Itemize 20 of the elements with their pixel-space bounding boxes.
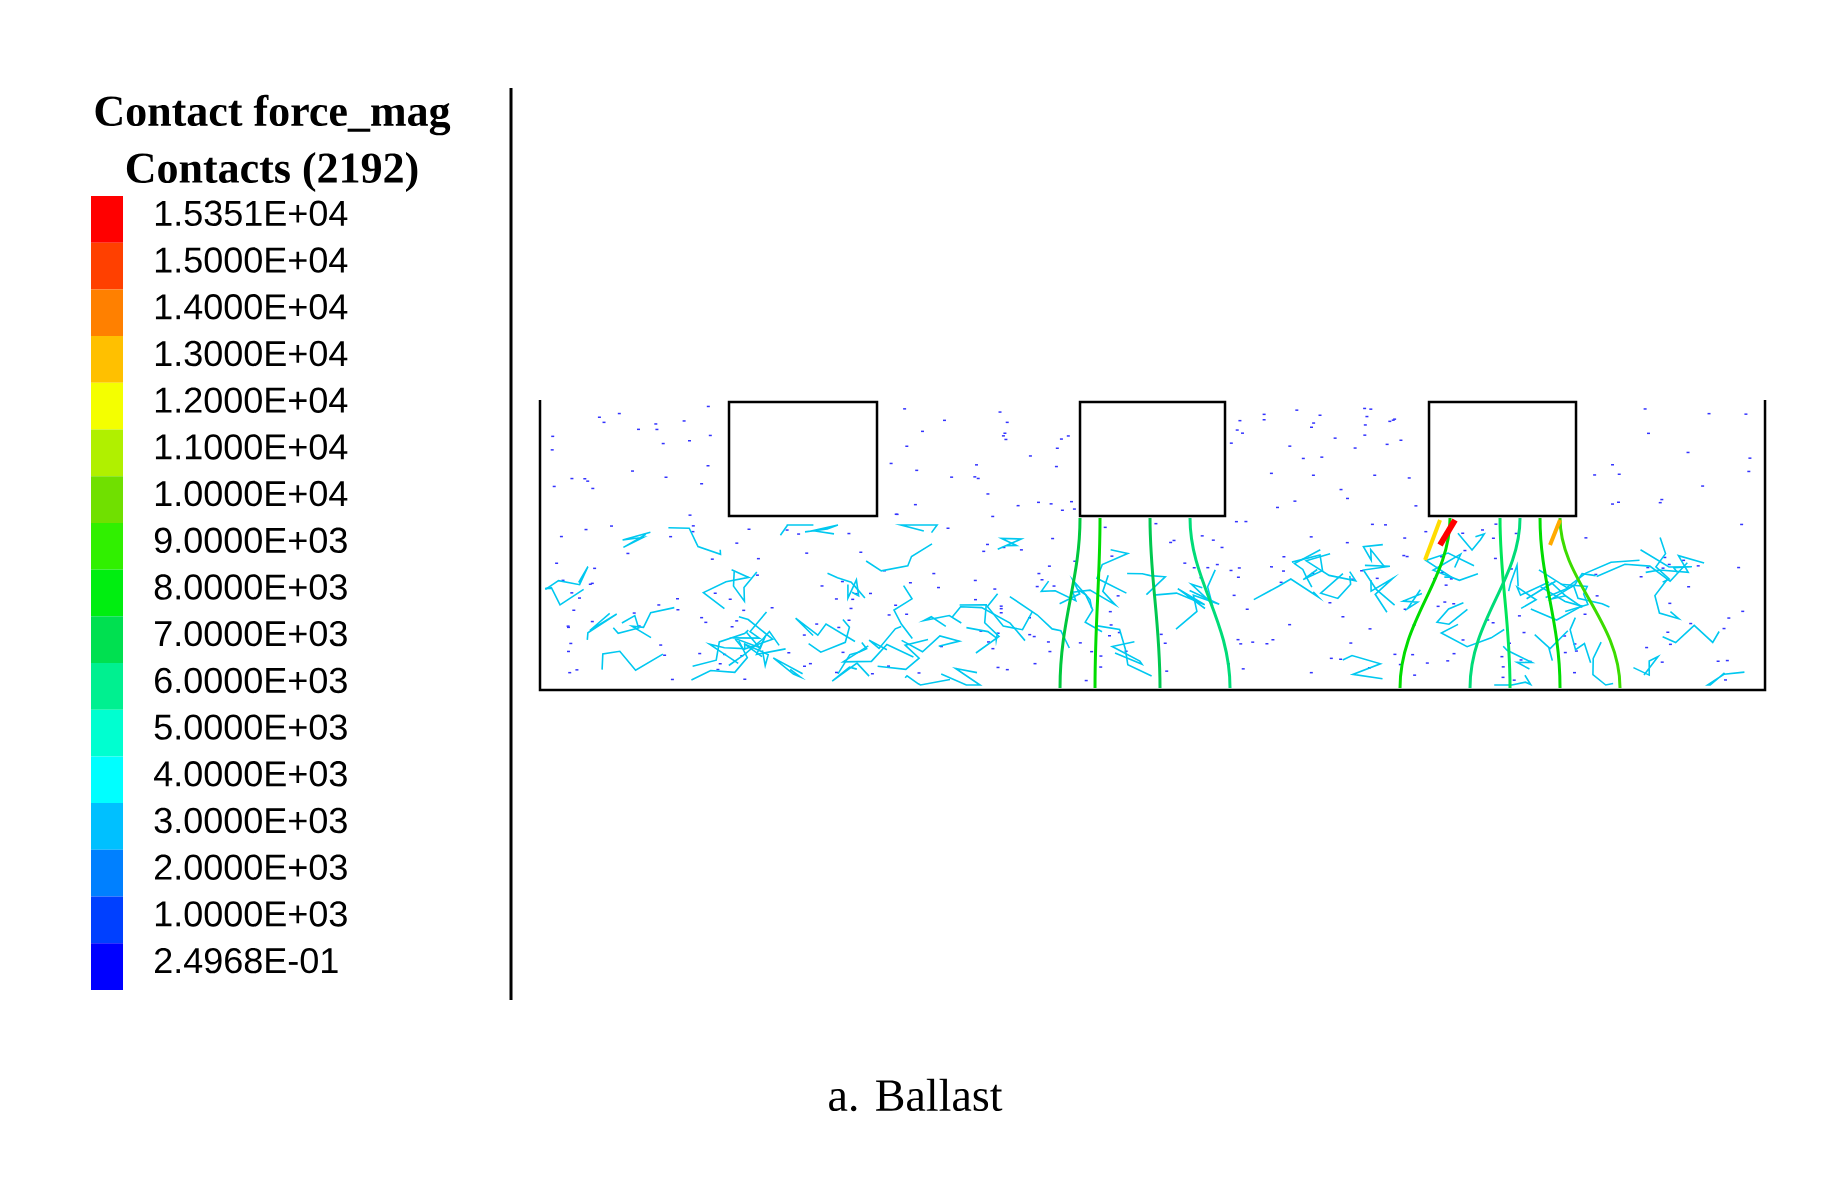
legend-value: 4.0000E+03 — [154, 761, 347, 787]
legend-title: Contacts (2192) — [126, 152, 418, 192]
legend-value: 1.5000E+04 — [155, 247, 348, 273]
legend-value: 7.0000E+03 — [155, 620, 347, 647]
legend-value: 2.4968E-01 — [155, 947, 338, 974]
legend-value: 1.0000E+03 — [155, 901, 347, 927]
legend-value: 1.2000E+04 — [155, 387, 348, 413]
legend-value: 1.1000E+04 — [155, 434, 348, 460]
legend-value: 1.4000E+04 — [155, 294, 348, 320]
legend-title: Contact force_mag — [95, 94, 451, 136]
legend-value: 1.5351E+04 — [155, 200, 348, 227]
legend-value: 6.0000E+03 — [155, 667, 347, 694]
legend-value: 1.3000E+04 — [155, 340, 348, 367]
legend-value: 2.0000E+03 — [155, 854, 347, 880]
legend-value: 5.0000E+03 — [154, 714, 347, 740]
legend-value: 8.0000E+03 — [154, 574, 347, 600]
legend-value: 9.0000E+03 — [154, 527, 347, 554]
caption: a. Ballast — [829, 1078, 1003, 1112]
legend-value: 1.0000E+04 — [155, 480, 348, 507]
legend-value: 3.0000E+03 — [154, 807, 347, 834]
